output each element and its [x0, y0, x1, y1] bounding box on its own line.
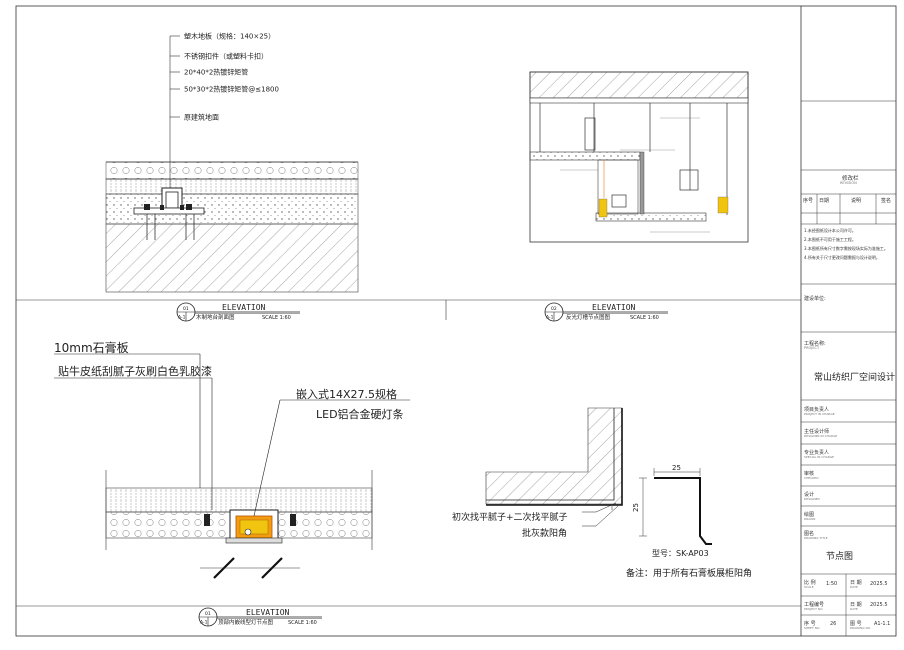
project-no-label: 工程编号 [804, 602, 825, 608]
note-1: 1.未经图纸设计本公司许可。 [804, 228, 856, 233]
detail3-elevation: ELEVATION [246, 608, 290, 617]
detail3-section: 10mm石膏板 贴牛皮纸刮腻子灰刷白色乳胶漆 嵌入式14X27.5规格 LED铝… [54, 340, 410, 627]
detail4-section: 25 25 初次找平腻子+二次找平腻子 批灰款阳角 型号：SK-AP03 备注：… [452, 407, 752, 579]
detail1-number: 01 [183, 306, 189, 312]
role-designer-in-charge: 主任设计师 [804, 429, 830, 435]
detail1-callout-3: 20*40*2热镀锌矩管 [184, 68, 248, 77]
revision-col-no: 序号 [803, 198, 814, 204]
revision-col-desc: 说明 [851, 198, 862, 204]
detail2-number: 02 [551, 306, 557, 312]
detail1-callout-4: 50*30*2热镀锌矩管@≤1800 [184, 85, 279, 94]
detail4-model: 型号：SK-AP03 [652, 549, 709, 558]
detail4-callout-2: 批灰款阳角 [522, 527, 567, 539]
sheet-label-en: SHEET NO. [804, 626, 821, 630]
note-2: 2.本图纸不可用于施工工程。 [804, 237, 856, 242]
detail1-ref: A-1 [178, 315, 186, 321]
role-project-in-charge: 项目负责人 [804, 407, 830, 413]
detail2-scale: SCALE 1:60 [630, 315, 659, 321]
role-special-in-charge-en: SPECIAL IN CHARGE [804, 455, 835, 459]
role-project-in-charge-en: PROJECT IN CHARGE [804, 412, 835, 416]
revision-col-sign: 签名 [881, 198, 892, 204]
detail3-callout-3: 嵌入式14X27.5规格 [296, 387, 397, 401]
revision-title: 修改栏 [842, 176, 859, 182]
outer-frame [15, 5, 897, 637]
revision-col-date: 日期 [819, 198, 830, 204]
detail4-callout-1: 初次找平腻子+二次找平腻子 [452, 511, 568, 523]
date-label: 日 期 [850, 580, 862, 586]
detail1-callout-1: 塑木地板（规格：140×25） [184, 32, 275, 41]
detail1-elevation: ELEVATION [222, 303, 266, 312]
role-designer-in-charge-en: DESIGNER IN CHARGE [804, 434, 838, 438]
detail3-name: 顶部内嵌线型灯节点图 [218, 618, 274, 626]
detail1-callout-5: 原建筑地面 [184, 113, 219, 122]
detail3-number: 01 [205, 611, 211, 617]
detail2-ref: A-1 [546, 315, 554, 321]
detail1-name: 木制地台剖面图 [196, 313, 235, 321]
note-3: 3.本图纸所有尺寸数字需按现场实际为准施工。 [804, 246, 888, 251]
sheet-label: 序 号 [804, 621, 816, 627]
project-label-en: PROJECT [804, 346, 820, 350]
role-checked: 审核 [804, 471, 815, 477]
revision-title-en: REVISION [840, 181, 857, 185]
drawing-name: 节点图 [826, 552, 854, 562]
role-designed-en: DESIGNED [804, 497, 820, 501]
detail4-dim-height: 25 [632, 503, 640, 512]
project-no-label-en: PROJECT NO. [804, 607, 824, 611]
detail4-note: 备注：用于所有石膏板展柜阳角 [626, 567, 752, 579]
detail1-scale: SCALE 1:60 [262, 315, 291, 321]
note-4: 4.所有关于尺寸更改问题需报与设计说明。 [804, 255, 880, 260]
detail4-dim-width: 25 [672, 464, 681, 472]
drawing-title-label-en: DRAWING TITLE [804, 536, 828, 540]
scale-label: 比 例 [804, 580, 816, 586]
date-label-2: 日 期 [850, 602, 862, 608]
scale-label-en: SCALE [804, 585, 814, 589]
detail3-callout-1: 10mm石膏板 [54, 340, 129, 355]
role-drawn-en: DRAWN [804, 517, 816, 521]
drawing-no-value: A1-1.1 [874, 621, 891, 627]
sheet-value: 26 [830, 621, 837, 627]
date-label-en: DATE [850, 585, 858, 589]
date-value: 2025.5 [870, 581, 888, 587]
role-drawn: 绘图 [804, 512, 815, 518]
drawing-title-label: 图名 [804, 531, 815, 537]
detail3-ref: A-1 [200, 620, 208, 626]
date-label-2-en: DATE [850, 607, 858, 611]
date-value-2: 2025.5 [870, 602, 888, 608]
role-designed: 设计 [804, 492, 815, 498]
detail2-section: 02 A-1 ELEVATION 反光灯槽节点图图 SCALE 1:60 [529, 71, 749, 322]
role-special-in-charge: 专业负责人 [804, 450, 830, 456]
detail3-callout-2: 贴牛皮纸刮腻子灰刷白色乳胶漆 [58, 364, 212, 378]
detail1-callout-2: 不锈钢扣件（或塑料卡扣） [184, 52, 268, 61]
project-label: 工程名称: [804, 341, 826, 347]
detail2-name: 反光灯槽节点图图 [566, 313, 611, 321]
drawing-no-label: 图 号 [850, 621, 862, 627]
detail3-scale: SCALE 1:60 [288, 620, 317, 626]
detail3-callout-4: LED铝合金硬灯条 [316, 407, 404, 421]
drawing-no-label-en: DRAWING NO. [850, 626, 871, 630]
scale-value: 1:50 [826, 581, 838, 587]
project-name: 常山纺织厂空间设计 [814, 373, 896, 383]
detail2-elevation: ELEVATION [592, 303, 636, 312]
detail1-section: 塑木地板（规格：140×25） 不锈钢扣件（或塑料卡扣） 20*40*2热镀锌矩… [105, 32, 359, 322]
title-block [801, 100, 896, 636]
client-label: 建设单位: [804, 296, 826, 302]
role-checked-en: CHECKED [804, 476, 819, 480]
